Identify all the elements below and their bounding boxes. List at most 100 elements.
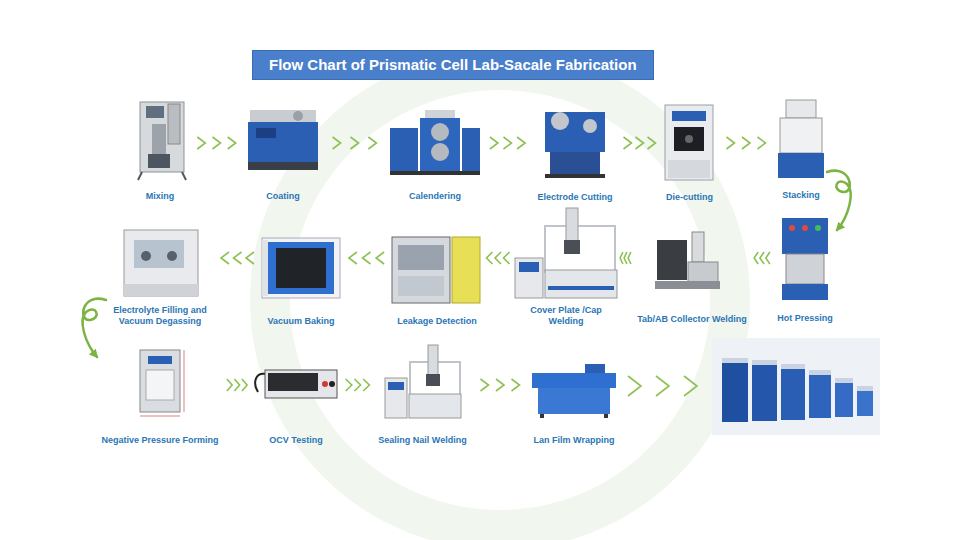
cutting-machine-part: [545, 112, 605, 152]
calendering-machine-part: [431, 123, 449, 141]
step-label: Sealing Nail Welding: [378, 435, 466, 446]
finished-cells-part: [857, 390, 873, 416]
stacking-machine-part: [778, 153, 824, 178]
process-step: Die-cutting: [662, 105, 717, 206]
step-label: Negative Pressure Forming: [101, 435, 218, 446]
flow-connector: [624, 137, 656, 149]
mixer-machine-part: [148, 154, 170, 168]
flow-connector: [754, 252, 770, 264]
flow-connector: [487, 252, 510, 264]
finished-cells-part: [712, 338, 880, 435]
mixer-machine-part: [182, 172, 186, 180]
calendering-machine: [390, 110, 480, 175]
calendering-machine-part: [462, 128, 480, 172]
step-label: Electrode Cutting: [537, 192, 612, 203]
step-label: Hot Pressing: [777, 313, 833, 324]
die-cutting-machine: [665, 105, 713, 180]
step-label: Electrolyte Filling and Vacuum Degassing: [110, 305, 210, 328]
glove-box-part: [124, 284, 198, 296]
die-cutting-machine-part: [665, 105, 713, 180]
process-step: Electrode Cutting: [533, 108, 617, 206]
flow-connector: [197, 137, 235, 149]
cutting-machine-part: [550, 152, 600, 174]
process-step: Sealing Nail Welding: [374, 345, 471, 449]
calendering-machine-part: [420, 118, 460, 172]
forming-chamber-part: [184, 350, 185, 412]
laser-welder-part: [515, 258, 543, 298]
finished-cells-part: [835, 378, 853, 383]
cutting-machine: [545, 112, 605, 178]
flow-connector: [349, 252, 384, 264]
process-step: Cover Plate /Cap Welding: [514, 208, 618, 330]
step-label: Stacking: [782, 190, 820, 201]
ultrasonic-welder-part: [692, 232, 704, 262]
wrapping-machine-part: [538, 388, 610, 414]
wrapping-machine-part: [585, 364, 605, 374]
finished-cells-part: [809, 370, 831, 375]
finished-cells-part: [835, 382, 853, 417]
coating-machine-part: [248, 122, 318, 162]
flow-connector: [333, 137, 377, 149]
calendering-machine-part: [431, 143, 449, 161]
process-step: Tab/AB Collector Welding: [633, 232, 751, 328]
leak-tester: [392, 237, 480, 303]
mixer-machine-part: [146, 106, 164, 118]
coating-machine-part: [293, 111, 303, 121]
ocv-tester-part: [322, 381, 328, 387]
coating-machine-part: [256, 128, 276, 138]
leak-tester-part: [398, 276, 444, 296]
mixer-machine-part: [168, 104, 180, 144]
process-step: Negative Pressure Forming: [97, 345, 223, 449]
forming-chamber-part: [140, 350, 180, 412]
step-label: Tab/AB Collector Welding: [637, 314, 747, 325]
finished-cells-part: [781, 364, 805, 369]
wrapping-machine-part: [604, 414, 608, 418]
step-label: Cover Plate /Cap Welding: [527, 305, 605, 328]
final-chevrons-part: [628, 376, 697, 396]
cutting-machine-part: [551, 112, 569, 130]
hot-press-machine-part: [782, 218, 828, 254]
flow-connector: [83, 299, 106, 357]
process-step: Electrolyte Filling and Vacuum Degassing: [106, 228, 214, 330]
flow-connector: [221, 252, 254, 264]
leak-tester-part: [392, 237, 450, 303]
flow-connector: [227, 379, 247, 391]
hot-press-machine-part: [786, 254, 824, 284]
sealing-welder-part: [388, 382, 404, 390]
process-step: Leakage Detection: [392, 235, 482, 330]
stacking-machine-part: [780, 118, 822, 153]
finished-cells-part: [857, 386, 873, 391]
step-label: Calendering: [409, 191, 461, 202]
forming-chamber-part: [146, 370, 174, 400]
wrapping-machine-part: [540, 414, 544, 418]
title-banner: Flow Chart of Prismatic Cell Lab-Sacale …: [252, 50, 654, 80]
vacuum-oven-part: [262, 238, 340, 298]
title-text: Flow Chart of Prismatic Cell Lab-Sacale …: [269, 56, 637, 73]
hot-press-machine-part: [782, 284, 828, 300]
process-step: Hot Pressing: [773, 218, 837, 327]
sealing-welder: [385, 345, 461, 418]
flow-connector: [481, 379, 520, 391]
glove-box-part: [141, 251, 151, 261]
vacuum-oven: [262, 238, 340, 298]
sealing-welder-part: [385, 378, 407, 418]
vacuum-oven-part: [268, 242, 334, 294]
cutting-machine-part: [583, 119, 597, 133]
watermark-ring: [270, 70, 730, 530]
step-label: Lan Film Wrapping: [534, 435, 615, 446]
leak-tester-part: [452, 237, 480, 303]
ocv-tester-part: [255, 374, 266, 392]
ultrasonic-welder: [655, 232, 720, 289]
vacuum-oven-part: [276, 248, 326, 288]
finished-cells-part: [722, 358, 748, 363]
ultrasonic-welder-part: [688, 262, 718, 282]
process-step: Coating: [245, 108, 321, 205]
ocv-tester-part: [268, 373, 318, 391]
step-label: Leakage Detection: [397, 316, 477, 327]
laser-welder-part: [548, 286, 614, 290]
coating-machine-part: [250, 110, 316, 122]
step-label: OCV Testing: [269, 435, 322, 446]
wrapping-machine-part: [532, 373, 616, 388]
step-label: Die-cutting: [666, 192, 713, 203]
